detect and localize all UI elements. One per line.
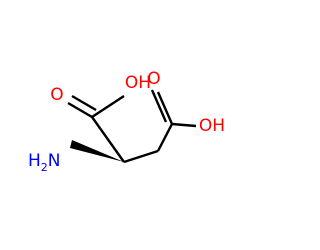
bond-c2-o-double-a: [156, 91, 174, 125]
aspartic-acid-structure: O OH OH O H2N: [28, 69, 225, 174]
atom-oh-right: OH: [199, 116, 225, 136]
atom-labels: O OH OH O H2N: [28, 69, 225, 174]
structure-canvas: O OH OH O H2N: [28, 69, 225, 174]
atom-o-carbonyl-right: O: [147, 69, 160, 89]
bond-calpha-c1: [91, 116, 125, 163]
bond-c2-oh: [171, 122, 197, 128]
atom-oh-top: OH: [125, 73, 151, 93]
bond-calpha-ch2: [123, 149, 159, 164]
bonds: [67, 89, 197, 164]
bond-ch2-c2: [156, 123, 174, 152]
atom-nh2-h: H: [28, 151, 41, 171]
bond-c1-o-double-a: [67, 101, 93, 119]
bond-c1-oh: [91, 94, 125, 119]
stereo-wedge-bond: [70, 140, 124, 162]
atom-o-carbonyl-left: O: [50, 85, 63, 105]
atom-nh2-subscript: 2: [41, 161, 48, 174]
atom-nh2-n: N: [48, 151, 61, 171]
bond-c1-o-double-b: [71, 94, 97, 112]
atom-nh2: H2N: [28, 151, 61, 174]
bond-c2-o-double-b: [150, 89, 168, 123]
